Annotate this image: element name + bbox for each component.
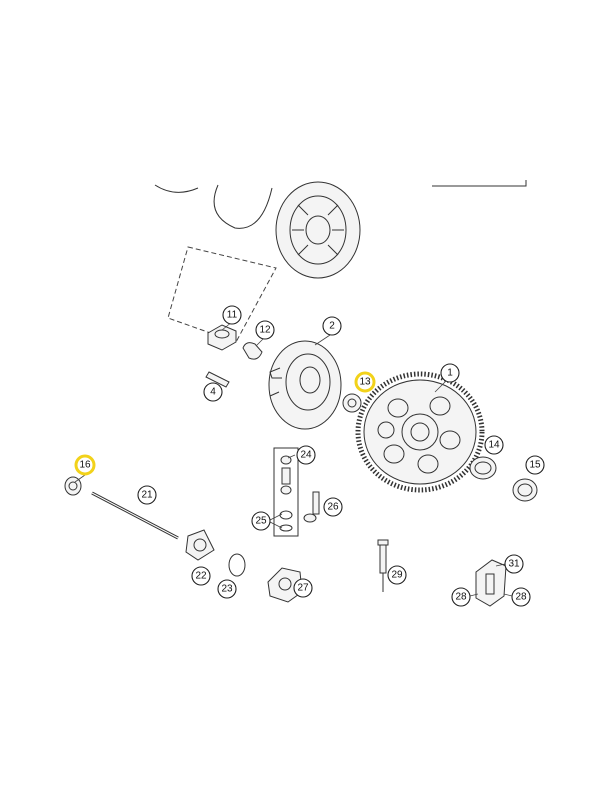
part-12-washer [242, 342, 263, 360]
callout-23: 23 [217, 579, 237, 599]
callout-label: 22 [195, 571, 207, 582]
callout-label: 26 [327, 502, 339, 513]
callout-circle [387, 565, 407, 585]
callout-circle [323, 497, 343, 517]
callout-14: 14 [484, 435, 504, 455]
assembly-dashed-outline [167, 246, 277, 343]
top-cropped-ring [154, 180, 527, 229]
callout-16-highlighted: 16 [74, 454, 96, 476]
callout-label: 28 [455, 592, 467, 603]
callout-label: 24 [300, 450, 312, 461]
callout-label: 15 [529, 460, 541, 471]
callout-label: 13 [359, 377, 371, 388]
callout-12: 12 [255, 320, 275, 340]
callout-label: 1 [447, 368, 453, 379]
part-1-primary-gear [355, 371, 485, 493]
part-26-fitting [303, 491, 320, 523]
callout-24: 24 [296, 445, 316, 465]
part-13-washer [342, 393, 362, 413]
callout-circle [440, 363, 460, 383]
part-11-nut [207, 324, 237, 351]
callout-label: 14 [488, 440, 500, 451]
callout-circle [322, 316, 342, 336]
callout-26: 26 [323, 497, 343, 517]
clutch-hub-part [275, 181, 361, 279]
callout-15: 15 [525, 455, 545, 475]
part-16-bolt [64, 476, 82, 496]
part-29-bleeder-screw [377, 539, 389, 592]
callout-22: 22 [191, 566, 211, 586]
callout-circle [451, 587, 471, 607]
callout-2: 2 [322, 316, 342, 336]
callout-label: 23 [221, 584, 233, 595]
callout-31: 31 [504, 554, 524, 574]
callout-28: 28 [511, 587, 531, 607]
callout-circle [504, 554, 524, 574]
callout-label: 21 [141, 490, 153, 501]
part-23-o-ring [228, 553, 246, 577]
callout-11: 11 [222, 305, 242, 325]
callout-circle [354, 371, 376, 393]
callout-circle [484, 435, 504, 455]
callout-circle [203, 382, 223, 402]
callout-4: 4 [203, 382, 223, 402]
part-4-pin [205, 371, 230, 388]
callout-27: 27 [293, 578, 313, 598]
callout-circle [293, 578, 313, 598]
part-24-25-assembly [273, 447, 299, 537]
callout-21: 21 [137, 485, 157, 505]
part-15-bushing [512, 478, 538, 502]
callout-label: 12 [259, 325, 271, 336]
callout-1: 1 [440, 363, 460, 383]
callout-label: 31 [508, 559, 520, 570]
part-31-housing [475, 559, 507, 607]
callout-label: 4 [210, 387, 216, 398]
part-2-inner-hub [268, 340, 342, 430]
callout-label: 16 [79, 460, 91, 471]
callout-29: 29 [387, 565, 407, 585]
callout-label: 2 [329, 321, 335, 332]
callout-circle [255, 320, 275, 340]
callout-label: 28 [515, 592, 527, 603]
callout-28: 28 [451, 587, 471, 607]
callout-circle [296, 445, 316, 465]
part-14-needle-bearing [469, 456, 497, 480]
callout-label: 25 [255, 516, 267, 527]
callout-circle [222, 305, 242, 325]
callout-13-highlighted: 13 [354, 371, 376, 393]
callout-circle [525, 455, 545, 475]
callout-circle [511, 587, 531, 607]
part-22-gasket [185, 529, 215, 561]
callout-circle [74, 454, 96, 476]
callout-circle [137, 485, 157, 505]
callout-label: 27 [297, 583, 309, 594]
callout-circle [251, 511, 271, 531]
callout-label: 11 [227, 310, 238, 321]
callout-circle [217, 579, 237, 599]
callout-25: 25 [251, 511, 271, 531]
callout-circle [191, 566, 211, 586]
callout-label: 29 [391, 570, 403, 581]
